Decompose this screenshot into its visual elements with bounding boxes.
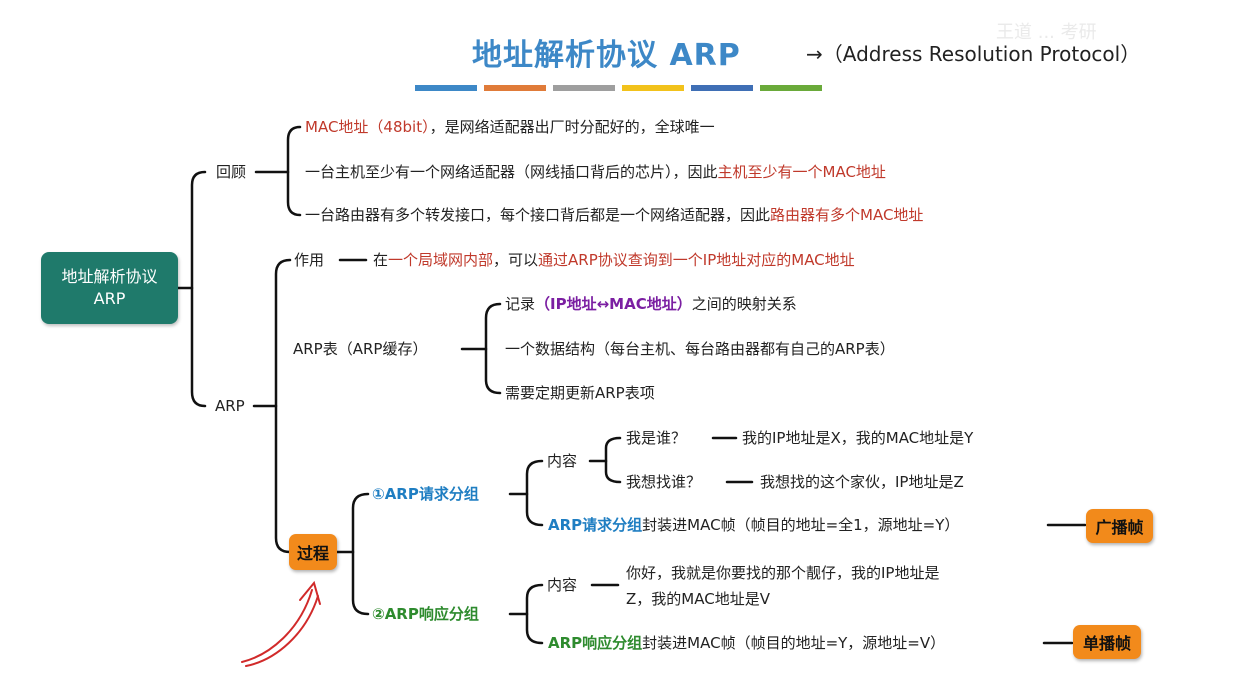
request-q1: 我是谁？ — [626, 429, 687, 447]
role-highlight-1: 一个局域网内部 — [388, 251, 494, 269]
title-bar-6 — [760, 85, 822, 91]
arp-table-item-2: 一个数据结构（每台主机、每台路由器都有自己的ARP表） — [505, 340, 895, 358]
review-item-1-text: ，是网络适配器出厂时分配好的，全球唯一 — [429, 118, 715, 136]
title-bar-2 — [484, 85, 546, 91]
review-item-3-highlight: 路由器有多个MAC地址 — [770, 206, 924, 224]
response-content-node: 内容 — [547, 576, 578, 594]
arp-table-item-1-pre: 记录 — [505, 295, 536, 313]
watermark: 王道 ... 考研 — [996, 22, 1097, 43]
root-line2: ARP — [93, 289, 126, 308]
request-a1: 我的IP地址是X，我的MAC地址是Y — [742, 429, 974, 447]
root-line1: 地址解析协议 — [61, 267, 158, 286]
response-encap-highlight: ARP响应分组 — [548, 634, 643, 652]
review-item-3: 一台路由器有多个转发接口，每个接口背后都是一个网络适配器，因此路由器有多个MAC… — [305, 205, 923, 225]
role-mid: ，可以 — [493, 251, 539, 269]
response-encap-text: 封装进MAC帧（帧目的地址=Y，源地址=V） — [642, 634, 946, 652]
review-item-1-highlight: MAC地址（48bit） — [305, 118, 430, 136]
arp-table-item-3: 需要定期更新ARP表项 — [505, 384, 655, 402]
role-node: 作用 — [294, 251, 325, 269]
title-bar-5 — [691, 85, 753, 91]
role-description: 在一个局域网内部，可以通过ARP协议查询到一个IP地址对应的MAC地址 — [373, 250, 855, 270]
page-subtitle: →（Address Resolution Protocol） — [806, 42, 1141, 66]
review-item-1: MAC地址（48bit），是网络适配器出厂时分配好的，全球唯一 — [305, 117, 715, 137]
review-node: 回顾 — [216, 163, 247, 181]
request-encap-highlight: ARP请求分组 — [548, 516, 643, 534]
request-encap-text: 封装进MAC帧（帧目的地址=全1，源地址=Y） — [642, 516, 960, 534]
unicast-frame-badge: 单播帧 — [1073, 625, 1141, 659]
role-pre: 在 — [373, 251, 389, 269]
title-bar-1 — [415, 85, 477, 91]
process-node: 过程 — [289, 534, 337, 570]
request-q2: 我想找谁？ — [626, 473, 702, 491]
request-encapsulation: ARP请求分组封装进MAC帧（帧目的地址=全1，源地址=Y） — [548, 515, 959, 535]
response-content-line-1: 你好，我就是你要找的那个靓仔，我的IP地址是 — [626, 564, 940, 582]
broadcast-frame-badge: 广播帧 — [1086, 509, 1153, 543]
review-item-3-text: 一台路由器有多个转发接口，每个接口背后都是一个网络适配器，因此 — [305, 206, 771, 224]
title-bar-3 — [553, 85, 615, 91]
red-arrow-icon — [241, 580, 321, 667]
response-node: ②ARP响应分组 — [372, 604, 479, 624]
arp-table-item-1-post: 之间的映射关系 — [691, 295, 797, 313]
response-content-line-2: Z，我的MAC地址是V — [626, 590, 770, 608]
root-node: 地址解析协议 ARP — [41, 252, 178, 324]
request-a2: 我想找的这个家伙，IP地址是Z — [760, 473, 964, 491]
request-node: ①ARP请求分组 — [372, 484, 479, 504]
response-encapsulation: ARP响应分组封装进MAC帧（帧目的地址=Y，源地址=V） — [548, 633, 945, 653]
arp-table-item-1-highlight: （IP地址↔MAC地址） — [535, 295, 692, 313]
review-item-2-text: 一台主机至少有一个网络适配器（网线插口背后的芯片），因此 — [305, 163, 718, 181]
role-highlight-2: 通过ARP协议查询到一个IP地址对应的MAC地址 — [538, 251, 855, 269]
request-label: ①ARP请求分组 — [372, 485, 479, 503]
arp-node: ARP — [215, 397, 245, 415]
arp-table-node: ARP表（ARP缓存） — [293, 340, 428, 358]
response-label: ②ARP响应分组 — [372, 605, 479, 623]
request-content-node: 内容 — [547, 452, 578, 470]
review-item-2-highlight: 主机至少有一个MAC地址 — [717, 163, 886, 181]
review-item-2: 一台主机至少有一个网络适配器（网线插口背后的芯片），因此主机至少有一个MAC地址 — [305, 162, 886, 182]
title-bar-4 — [622, 85, 684, 91]
arp-table-item-1: 记录（IP地址↔MAC地址）之间的映射关系 — [505, 294, 797, 314]
page-title: 地址解析协议 ARP — [472, 38, 741, 73]
